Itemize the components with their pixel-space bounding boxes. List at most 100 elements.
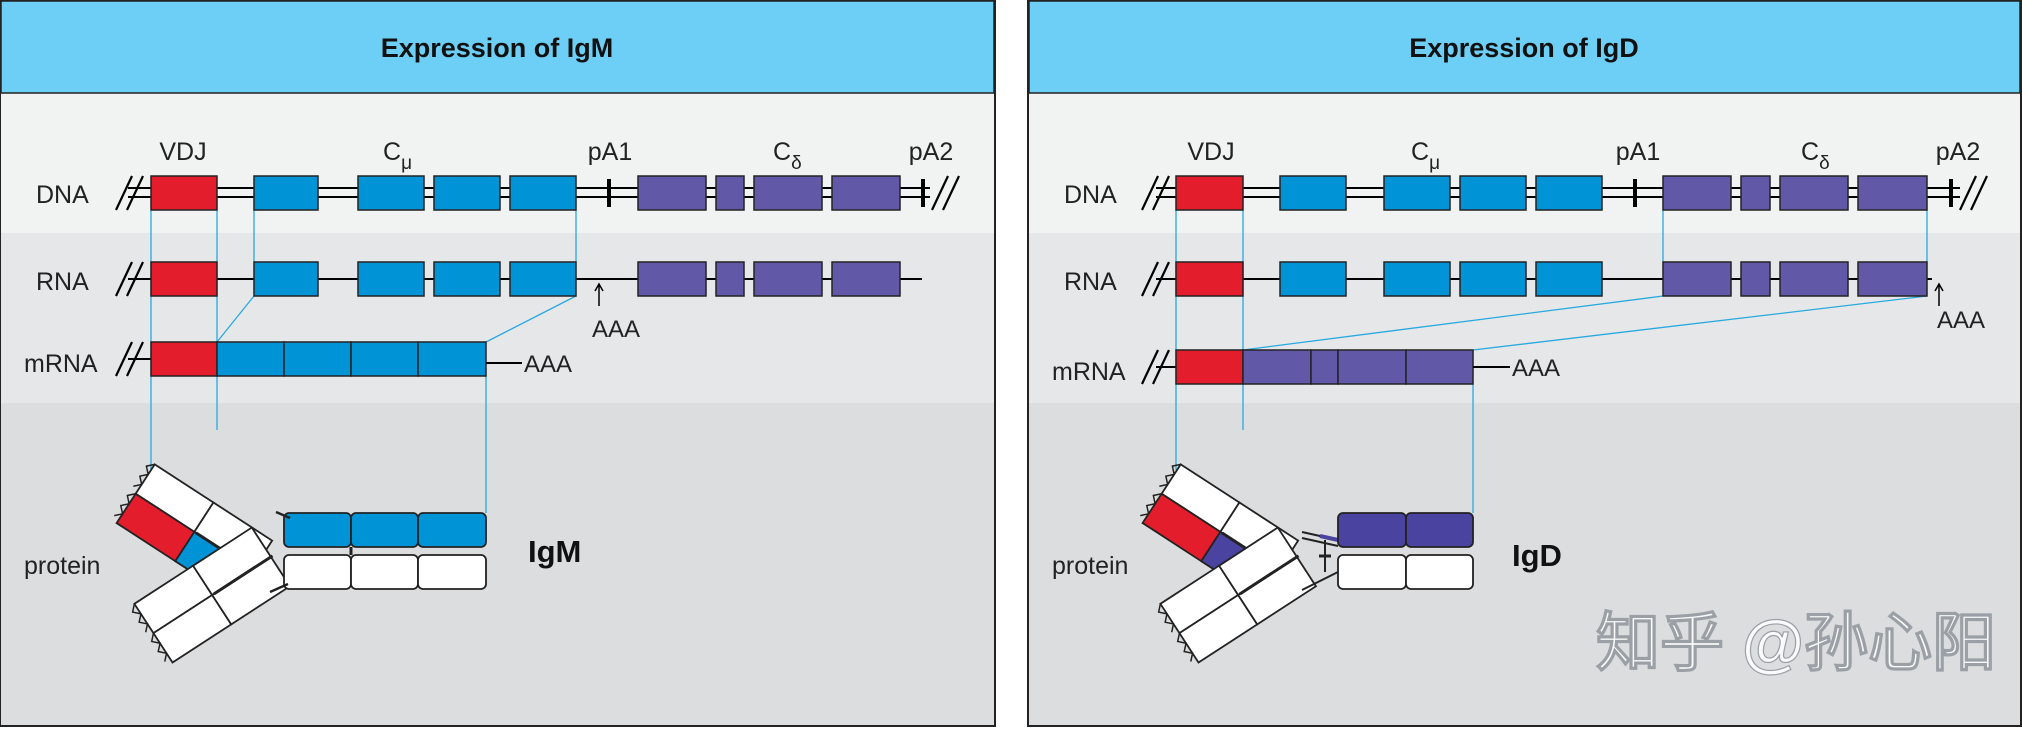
exon-c-delta	[831, 175, 901, 211]
break-mark	[1141, 261, 1170, 297]
exon-c-delta	[753, 175, 823, 211]
exon-c-delta	[1740, 175, 1771, 211]
row-label-dna: DNA	[36, 181, 89, 209]
exon-c-delta	[637, 261, 707, 297]
mrna-track: AAA	[115, 341, 572, 378]
dna-track	[1141, 175, 1988, 211]
exon-c-mu	[253, 175, 319, 211]
exon-c-delta	[1740, 261, 1771, 297]
heavy-chain-domain	[283, 554, 352, 590]
exon-c-delta	[1779, 261, 1849, 297]
heavy-chain-domain	[417, 554, 487, 590]
exon-c-mu	[1535, 175, 1603, 211]
break-mark-3p	[931, 175, 960, 211]
exon-c-delta	[831, 261, 901, 297]
label-pa1: pA1	[588, 138, 632, 166]
mrna-c-mu	[417, 341, 487, 377]
exon-c-mu	[433, 261, 501, 297]
exon-c-delta	[715, 175, 745, 211]
row-label-protein: protein	[24, 552, 100, 580]
heavy-chain-domain	[1337, 554, 1407, 590]
label-c-delta-base: C	[773, 138, 791, 166]
protein-name: IgM	[528, 534, 581, 569]
rna-track: AAA	[1141, 261, 1985, 334]
label-c-delta: Cδ	[773, 138, 802, 174]
heavy-chain-domain	[417, 512, 487, 548]
guide-lines	[150, 210, 577, 513]
heavy-chain-domain	[283, 512, 352, 548]
label-c-delta-sub: δ	[791, 153, 802, 174]
row-label-rna: RNA	[36, 268, 89, 296]
panel-header	[1028, 0, 2021, 94]
row-label-mrna: mRNA	[24, 350, 98, 378]
row-label-dna: DNA	[1064, 181, 1117, 209]
band-protein	[1, 403, 994, 725]
exon-vdj	[1175, 175, 1244, 211]
polya-tail-label: AAA	[1937, 307, 1985, 334]
label-c-delta: Cδ	[1801, 138, 1830, 174]
exon-c-mu	[253, 261, 319, 297]
fab-arm-lower	[131, 526, 292, 664]
band-rna	[1, 233, 994, 403]
exon-c-delta	[1857, 261, 1928, 297]
exon-c-delta	[1662, 175, 1732, 211]
panel-igm: Expression of IgM DNA RNA mRNA protein V…	[0, 0, 996, 727]
exon-vdj	[150, 175, 218, 211]
mrna-c-mu	[283, 341, 352, 377]
protein-name: IgD	[1512, 538, 1562, 573]
exon-c-mu	[1459, 261, 1527, 297]
band-protein	[1029, 403, 2020, 725]
break-mark-5p	[1141, 175, 1170, 211]
label-c-mu-base: C	[1411, 138, 1429, 166]
polya-tail-label: AAA	[524, 351, 572, 378]
guide-lines	[1175, 210, 1928, 513]
mrna-c-delta	[1337, 349, 1407, 385]
mrna-vdj	[150, 341, 218, 377]
panel-title: Expression of IgD	[1409, 33, 1639, 63]
label-pa2: pA2	[1936, 138, 1980, 166]
exon-c-mu	[1383, 261, 1451, 297]
label-c-mu: Cμ	[1411, 138, 1440, 174]
label-c-delta-base: C	[1801, 138, 1819, 166]
fab-arm-lower	[1157, 526, 1318, 664]
mrna-c-mu	[350, 341, 419, 377]
polya-tail-label: AAA	[592, 316, 640, 343]
protein-igm: IgM	[114, 463, 581, 664]
exon-c-delta	[1857, 175, 1928, 211]
row-label-protein: protein	[1052, 552, 1128, 580]
polya-arrow	[594, 282, 604, 306]
heavy-chain-domain	[1405, 554, 1474, 590]
mrna-c-mu	[216, 341, 285, 377]
exon-vdj	[150, 261, 218, 297]
exon-c-delta	[1779, 175, 1849, 211]
exon-c-mu	[509, 261, 577, 297]
exon-c-delta	[753, 261, 823, 297]
heavy-chain-domain	[350, 512, 419, 548]
watermark: 知乎 @孙心阳	[1596, 607, 1996, 679]
label-c-mu-sub: μ	[401, 153, 412, 174]
mrna-c-delta	[1405, 349, 1474, 385]
label-vdj: VDJ	[159, 138, 206, 166]
label-pa1: pA1	[1616, 138, 1660, 166]
heavy-chain-domain	[350, 554, 419, 590]
panel-title: Expression of IgM	[381, 33, 614, 63]
heavy-chain-domain	[1337, 512, 1407, 548]
exon-c-mu	[1383, 175, 1451, 211]
dna-track	[115, 175, 960, 211]
band-dna	[1, 93, 994, 233]
heavy-chain-domain	[1405, 512, 1474, 548]
exon-c-delta	[637, 175, 707, 211]
row-label-rna: RNA	[1064, 268, 1117, 296]
exon-vdj	[1175, 261, 1244, 297]
exon-c-mu	[509, 175, 577, 211]
label-pa2: pA2	[909, 138, 953, 166]
exon-c-mu	[1279, 175, 1347, 211]
polya-tail-label: AAA	[1512, 355, 1560, 382]
label-c-delta-sub: δ	[1819, 153, 1830, 174]
break-mark	[115, 261, 144, 297]
exon-c-mu	[1279, 261, 1347, 297]
exon-c-mu	[357, 175, 425, 211]
exon-c-mu	[1459, 175, 1527, 211]
